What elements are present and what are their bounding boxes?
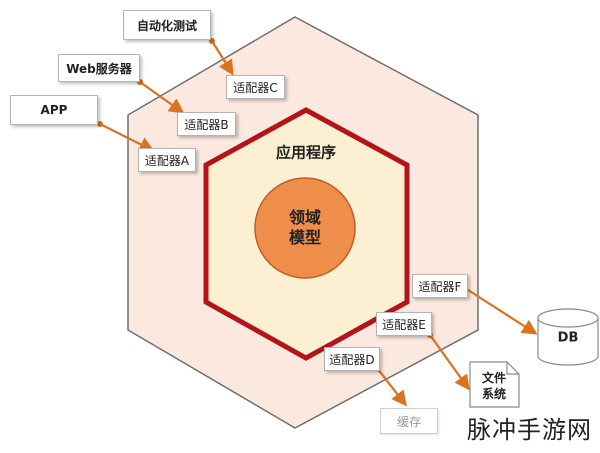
external-web-server-box: Web服务器 <box>58 54 140 82</box>
domain-label-line1: 领域 <box>288 208 322 227</box>
connector-adapter-d-cache <box>376 367 407 407</box>
adapter-f-box: 适配器F <box>412 274 468 298</box>
adapter-a-box: 适配器A <box>138 148 196 172</box>
file-system-label-line1: 文件 <box>481 371 507 385</box>
domain-model-circle <box>254 177 356 279</box>
connector-dot-app <box>97 121 103 127</box>
file-system-document-icon <box>469 361 520 408</box>
domain-label-line2: 模型 <box>288 228 322 247</box>
db-cylinder-icon <box>537 308 599 366</box>
adapter-d-box: 适配器D <box>324 347 380 371</box>
connector-app-adapter-a <box>99 123 155 152</box>
domain-model-label: 领域 模型 <box>289 208 321 248</box>
adapter-b-box: 适配器B <box>177 112 236 136</box>
adapter-e-box: 适配器E <box>376 312 432 336</box>
adapter-c-box: 适配器C <box>226 75 285 99</box>
file-system-label-line2: 系统 <box>481 387 507 401</box>
connector-adapter-f-db <box>464 287 538 335</box>
application-layer-label: 应用程序 <box>275 143 337 162</box>
cache-box: 缓存 <box>380 408 438 434</box>
db-label: DB <box>557 330 579 346</box>
file-system-label: 文件 系统 <box>482 370 506 402</box>
external-automated-test-box: 自动化测试 <box>123 10 211 40</box>
external-app-box: APP <box>10 95 98 125</box>
connector-test-adapter-c <box>211 40 234 76</box>
connector-web-adapter-b <box>139 81 185 114</box>
connector-adapter-e-fs <box>429 334 470 391</box>
site-watermark: 脉冲手游网 <box>467 416 592 444</box>
